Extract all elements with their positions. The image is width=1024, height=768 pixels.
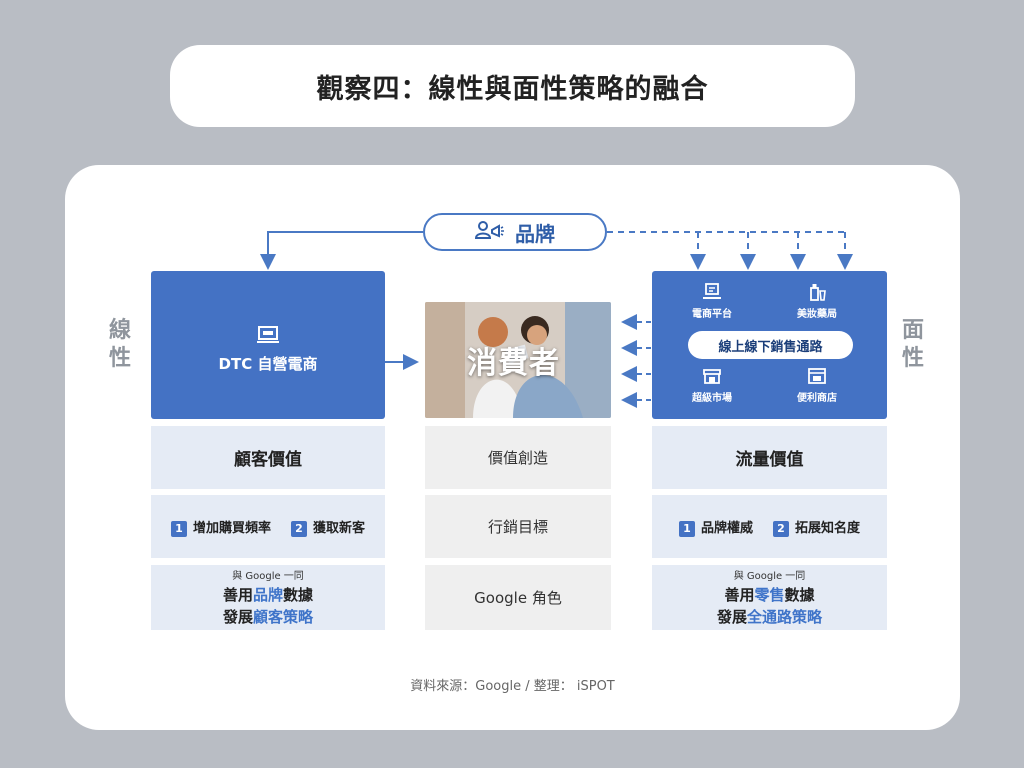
- strategy-line-1: 善用零售數據: [724, 586, 815, 604]
- goal-text: 品牌權威: [700, 520, 753, 536]
- brand-label: 品牌: [515, 221, 555, 246]
- areal-side-label: 面 性: [901, 318, 924, 371]
- strategy-line-2: 發展顧客策略: [222, 608, 314, 626]
- areal-strategy-cell: 與 Google 一同 善用零售數據 發展全通路策略: [652, 565, 887, 630]
- laptop-icon: [256, 325, 280, 349]
- areal-goals-cell: 1 品牌權威 2 拓展知名度: [652, 495, 887, 558]
- dtc-label: DTC 自營電商: [218, 355, 318, 373]
- consumer-photo: 消費者: [425, 302, 611, 418]
- linear-strategy-cell: 與 Google 一同 善用品牌數據 發展顧客策略: [151, 565, 385, 630]
- supermarket-icon: [701, 367, 723, 385]
- brand-pill: 品牌: [423, 213, 607, 251]
- goal-number: 1: [678, 520, 695, 537]
- diagram-card: 線 性 面 性 品牌 DTC 自營電商: [65, 165, 960, 730]
- channel-ecommerce: 電商平台: [692, 283, 732, 320]
- goal-item: 2 獲取新客: [291, 517, 365, 537]
- channel-label: 美妝藥局: [797, 309, 837, 320]
- linear-side-label: 線 性: [108, 318, 131, 371]
- person-megaphone-icon: [474, 220, 505, 245]
- traffic-value-cell: 流量價值: [652, 426, 887, 489]
- channels-box: 電商平台 美妝藥局 線上線下銷售通路 超級市場 便利商店: [652, 271, 887, 419]
- goal-number: 2: [291, 520, 307, 537]
- arrow-brand-to-dtc: [260, 231, 423, 270]
- row-label-value-creation: 價值創造: [487, 449, 548, 467]
- pharmacy-icon: [806, 283, 828, 301]
- strategy-note: 與 Google 一同: [232, 571, 304, 582]
- source-note: 資料來源：Google / 整理： iSPOT: [410, 679, 615, 694]
- channel-label: 電商平台: [692, 309, 732, 320]
- goal-number: 1: [170, 520, 187, 537]
- connector-arrows: [260, 231, 853, 408]
- goal-text: 增加購買頻率: [192, 520, 271, 536]
- dtc-box: DTC 自營電商: [151, 271, 385, 419]
- traffic-value: 流量價值: [735, 450, 804, 470]
- customer-value-cell: 顧客價值: [151, 426, 385, 489]
- google-role-cell: Google 角色: [425, 565, 611, 630]
- customer-value: 顧客價值: [234, 450, 302, 470]
- goal-number: 2: [773, 520, 789, 537]
- strategy-note: 與 Google 一同: [733, 571, 806, 582]
- goal-item: 1 品牌權威: [678, 517, 753, 537]
- row-label-google-role: Google 角色: [474, 589, 562, 607]
- strategy-line-2: 發展全通路策略: [716, 608, 823, 626]
- channel-label: 便利商店: [797, 393, 837, 404]
- marketing-goal-cell: 行銷目標: [425, 495, 611, 558]
- channel-convenience: 便利商店: [797, 367, 837, 404]
- title-pill: 觀察四：線性與面性策略的融合: [170, 45, 855, 127]
- channel-label: 超級市場: [692, 393, 732, 404]
- omnichannel-pill: 線上線下銷售通路: [688, 331, 853, 359]
- consumer-label: 消費者: [467, 346, 560, 381]
- row-label-marketing-goal: 行銷目標: [487, 518, 548, 536]
- ecommerce-icon: [701, 283, 723, 301]
- strategy-line-1: 善用品牌數據: [222, 586, 314, 604]
- consumers-illustration: [425, 302, 611, 418]
- linear-goals-cell: 1 增加購買頻率 2 獲取新客: [151, 495, 385, 558]
- goal-item: 2 拓展知名度: [773, 517, 860, 537]
- goal-text: 獲取新客: [313, 520, 366, 536]
- channel-pharmacy: 美妝藥局: [797, 283, 837, 320]
- page-title: 觀察四：線性與面性策略的融合: [316, 73, 709, 105]
- value-creation-cell: 價值創造: [425, 426, 611, 489]
- channel-supermarket: 超級市場: [692, 367, 732, 404]
- goal-text: 拓展知名度: [795, 520, 861, 536]
- convenience-store-icon: [806, 367, 828, 385]
- goal-item: 1 增加購買頻率: [170, 517, 271, 537]
